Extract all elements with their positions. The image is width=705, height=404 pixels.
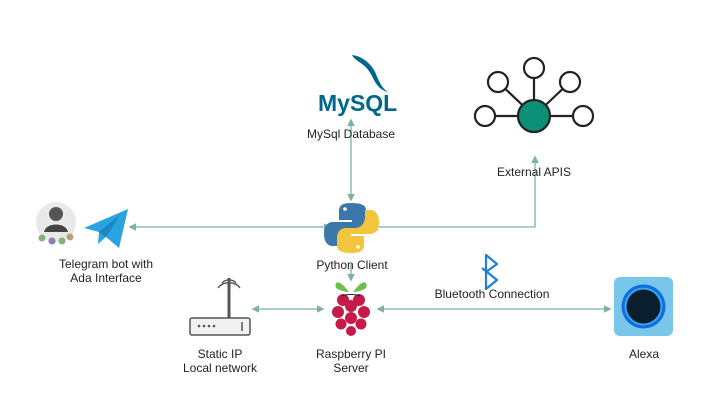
python-client-label: Python Client — [316, 258, 388, 272]
static-ip-label-line2: Local network — [182, 361, 258, 375]
raspberry-pi-logo — [332, 282, 370, 336]
mysql-dolphin-logo: MySQL — [318, 55, 397, 116]
static-ip-label-line1: Static IP — [197, 347, 243, 361]
router-icon — [189, 278, 251, 336]
telegram-paper-plane-icon — [84, 209, 128, 248]
bluetooth-connection-label: Bluetooth Connection — [434, 287, 550, 301]
raspberry-pi-label: Raspberry PI Server — [316, 347, 386, 375]
raspberry-pi-label-line2: Server — [333, 361, 369, 375]
telegram-bot-label-line1: Telegram bot with — [58, 257, 154, 271]
alexa-label: Alexa — [628, 347, 660, 361]
python-logo — [324, 203, 379, 253]
network-hub-icon — [473, 56, 595, 134]
alexa-ring-icon — [614, 277, 673, 336]
telegram-bot-label: Telegram bot with Ada Interface — [59, 257, 153, 285]
telegram-bot-label-line2: Ada Interface — [70, 271, 142, 285]
mysql-logo-text: MySQL — [318, 90, 397, 116]
mysql-database-label: MySql Database — [306, 127, 396, 141]
ada-avatar-icon — [36, 202, 76, 245]
bluetooth-icon — [481, 253, 499, 291]
static-ip-label: Static IP Local network — [183, 347, 257, 375]
external-apis-label: External APIS — [496, 165, 572, 179]
connector-externalapis-python — [370, 155, 539, 231]
raspberry-pi-label-line1: Raspberry PI — [315, 347, 387, 361]
